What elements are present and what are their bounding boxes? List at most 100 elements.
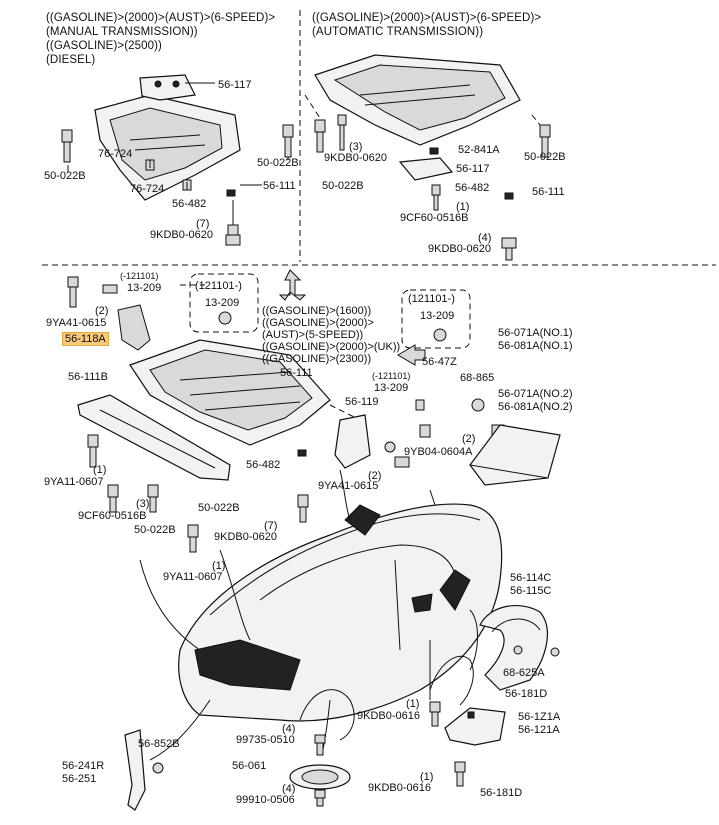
part-label: 50-022B xyxy=(44,170,86,182)
part-label: 9KDB0-0616 xyxy=(368,782,431,794)
arrow-indicator xyxy=(278,269,426,366)
front-undercover-bar xyxy=(77,394,231,481)
part-label: 50-022B xyxy=(322,180,364,192)
undercover-automatic xyxy=(304,54,551,261)
part-label: 76-724 xyxy=(130,183,165,195)
quantity-label: (1) xyxy=(420,771,434,783)
variant-line-2: ((GASOLINE)>(2000)> xyxy=(262,317,374,329)
part-label: 76-724 xyxy=(98,148,133,160)
quantity-label: (1) xyxy=(406,698,420,710)
part-label: 56-111 xyxy=(280,367,313,379)
fender-liner xyxy=(479,604,560,691)
header-manual-2: (MANUAL TRANSMISSION)) xyxy=(46,26,198,38)
part-label: 56-117 xyxy=(456,163,490,175)
part-label: 56-117 xyxy=(218,79,252,91)
quantity-label: (7) xyxy=(264,520,278,532)
part-label: 50-022B xyxy=(257,157,299,169)
part-label: 9YB04-0604A xyxy=(404,446,473,458)
part-label: 56-111B xyxy=(68,371,108,383)
date-label: (121101-) xyxy=(195,280,242,292)
part-label: 56-081A(NO.1) xyxy=(498,340,573,352)
part-label: 68-625A xyxy=(503,667,545,679)
quantity-label: (4) xyxy=(282,783,296,795)
part-label: 56-071A(NO.1) xyxy=(498,327,573,339)
undercover-manual xyxy=(61,74,294,246)
part-label: 99735-0510 xyxy=(236,734,295,746)
bracket-56-118a xyxy=(117,304,151,351)
bracket-56-1z1a xyxy=(429,701,506,787)
variant-line-3: (AUST)>(5-SPEED)) xyxy=(262,329,364,341)
part-label: 56-241R xyxy=(62,760,105,772)
quantity-label: (1) xyxy=(212,560,226,572)
variant-line-5: ((GASOLINE)>(2300)) xyxy=(262,353,372,365)
part-label: 9CF60-0516B xyxy=(78,510,147,522)
part-label-highlighted[interactable]: 56-118A xyxy=(62,332,109,346)
part-label: 50-022B xyxy=(134,524,176,536)
car-body xyxy=(178,503,503,741)
header-manual-4: (DIESEL) xyxy=(46,54,96,66)
part-label: 9KDB0-0620 xyxy=(214,531,277,543)
part-label: 13-209 xyxy=(374,382,409,394)
variant-line-1: ((GASOLINE)>(1600)) xyxy=(262,305,372,317)
cover-56-061 xyxy=(289,734,351,807)
header-auto-1: ((GASOLINE)>(2000)>(AUST)>(6-SPEED)> xyxy=(312,12,542,24)
part-label: 9CF60-0516B xyxy=(400,212,469,224)
part-label: 56-251 xyxy=(62,773,97,785)
part-label: 56-071A(NO.2) xyxy=(498,388,573,400)
part-label: 56-114C xyxy=(510,572,552,584)
part-label: 56-181D xyxy=(505,688,548,700)
dashed-callouts-middle xyxy=(180,273,471,421)
part-label: 9YA11-0607 xyxy=(44,476,104,488)
part-label: 56-121A xyxy=(518,724,560,736)
part-label: 56-061 xyxy=(232,760,267,772)
part-label: 9KDB0-0620 xyxy=(324,152,387,164)
header-manual-3: ((GASOLINE)>(2500)) xyxy=(46,40,162,52)
part-label: 9YA41-0615 xyxy=(46,317,107,329)
part-label: 52-841A xyxy=(458,144,500,156)
part-label: 56-482 xyxy=(172,198,207,210)
date-label: (-121101) xyxy=(120,271,159,281)
part-label: 56-115C xyxy=(510,585,552,597)
quantity-label: (2) xyxy=(95,305,109,317)
part-label: 56-081A(NO.2) xyxy=(498,401,573,413)
date-label: (-121101) xyxy=(372,371,411,381)
part-label: 9YA11-0607 xyxy=(163,571,223,583)
header-manual-1: ((GASOLINE)>(2000)>(AUST)>(6-SPEED)> xyxy=(46,12,276,24)
part-label: 68-865 xyxy=(460,372,495,384)
quantity-label: (7) xyxy=(196,218,210,230)
part-label: 56-852B xyxy=(138,738,180,750)
part-label: 56-1Z1A xyxy=(518,711,561,723)
part-label: 56-119 xyxy=(345,396,379,408)
part-label: 50-022B xyxy=(198,502,240,514)
variant-line-4: ((GASOLINE)>(2000)>(UK)) xyxy=(262,341,401,353)
quantity-label: (1) xyxy=(93,464,107,476)
plate-56-241r xyxy=(124,729,164,811)
quantity-label: (2) xyxy=(462,433,476,445)
part-label: 50-022B xyxy=(524,151,566,163)
quantity-label: (4) xyxy=(282,723,296,735)
part-label: 13-209 xyxy=(420,310,455,322)
part-label: 9KDB0-0620 xyxy=(428,243,491,255)
quantity-label: (3) xyxy=(136,498,150,510)
part-label: 13-209 xyxy=(205,297,240,309)
leader-lines-car xyxy=(139,469,478,761)
part-label: 56-482 xyxy=(246,459,281,471)
part-label: 13-209 xyxy=(127,282,162,294)
quantity-label: (1) xyxy=(456,201,470,213)
part-label: 56-181D xyxy=(480,787,523,799)
date-label: (121101-) xyxy=(408,293,455,305)
quantity-label: (2) xyxy=(368,470,382,482)
fasteners-middle xyxy=(67,276,505,553)
quantity-label: (3) xyxy=(349,141,363,153)
mud-guard-pad xyxy=(469,424,561,486)
part-label: 9YA41-0615 xyxy=(318,480,379,492)
header-auto-2: (AUTOMATIC TRANSMISSION)) xyxy=(312,26,484,38)
part-label: 9KDB0-0616 xyxy=(357,710,420,722)
splash-shield-56-119 xyxy=(334,414,371,469)
part-label: 56-111 xyxy=(263,180,296,192)
part-label: 56-482 xyxy=(455,182,490,194)
quantity-label: (4) xyxy=(478,232,492,244)
part-label: 9KDB0-0620 xyxy=(150,229,213,241)
